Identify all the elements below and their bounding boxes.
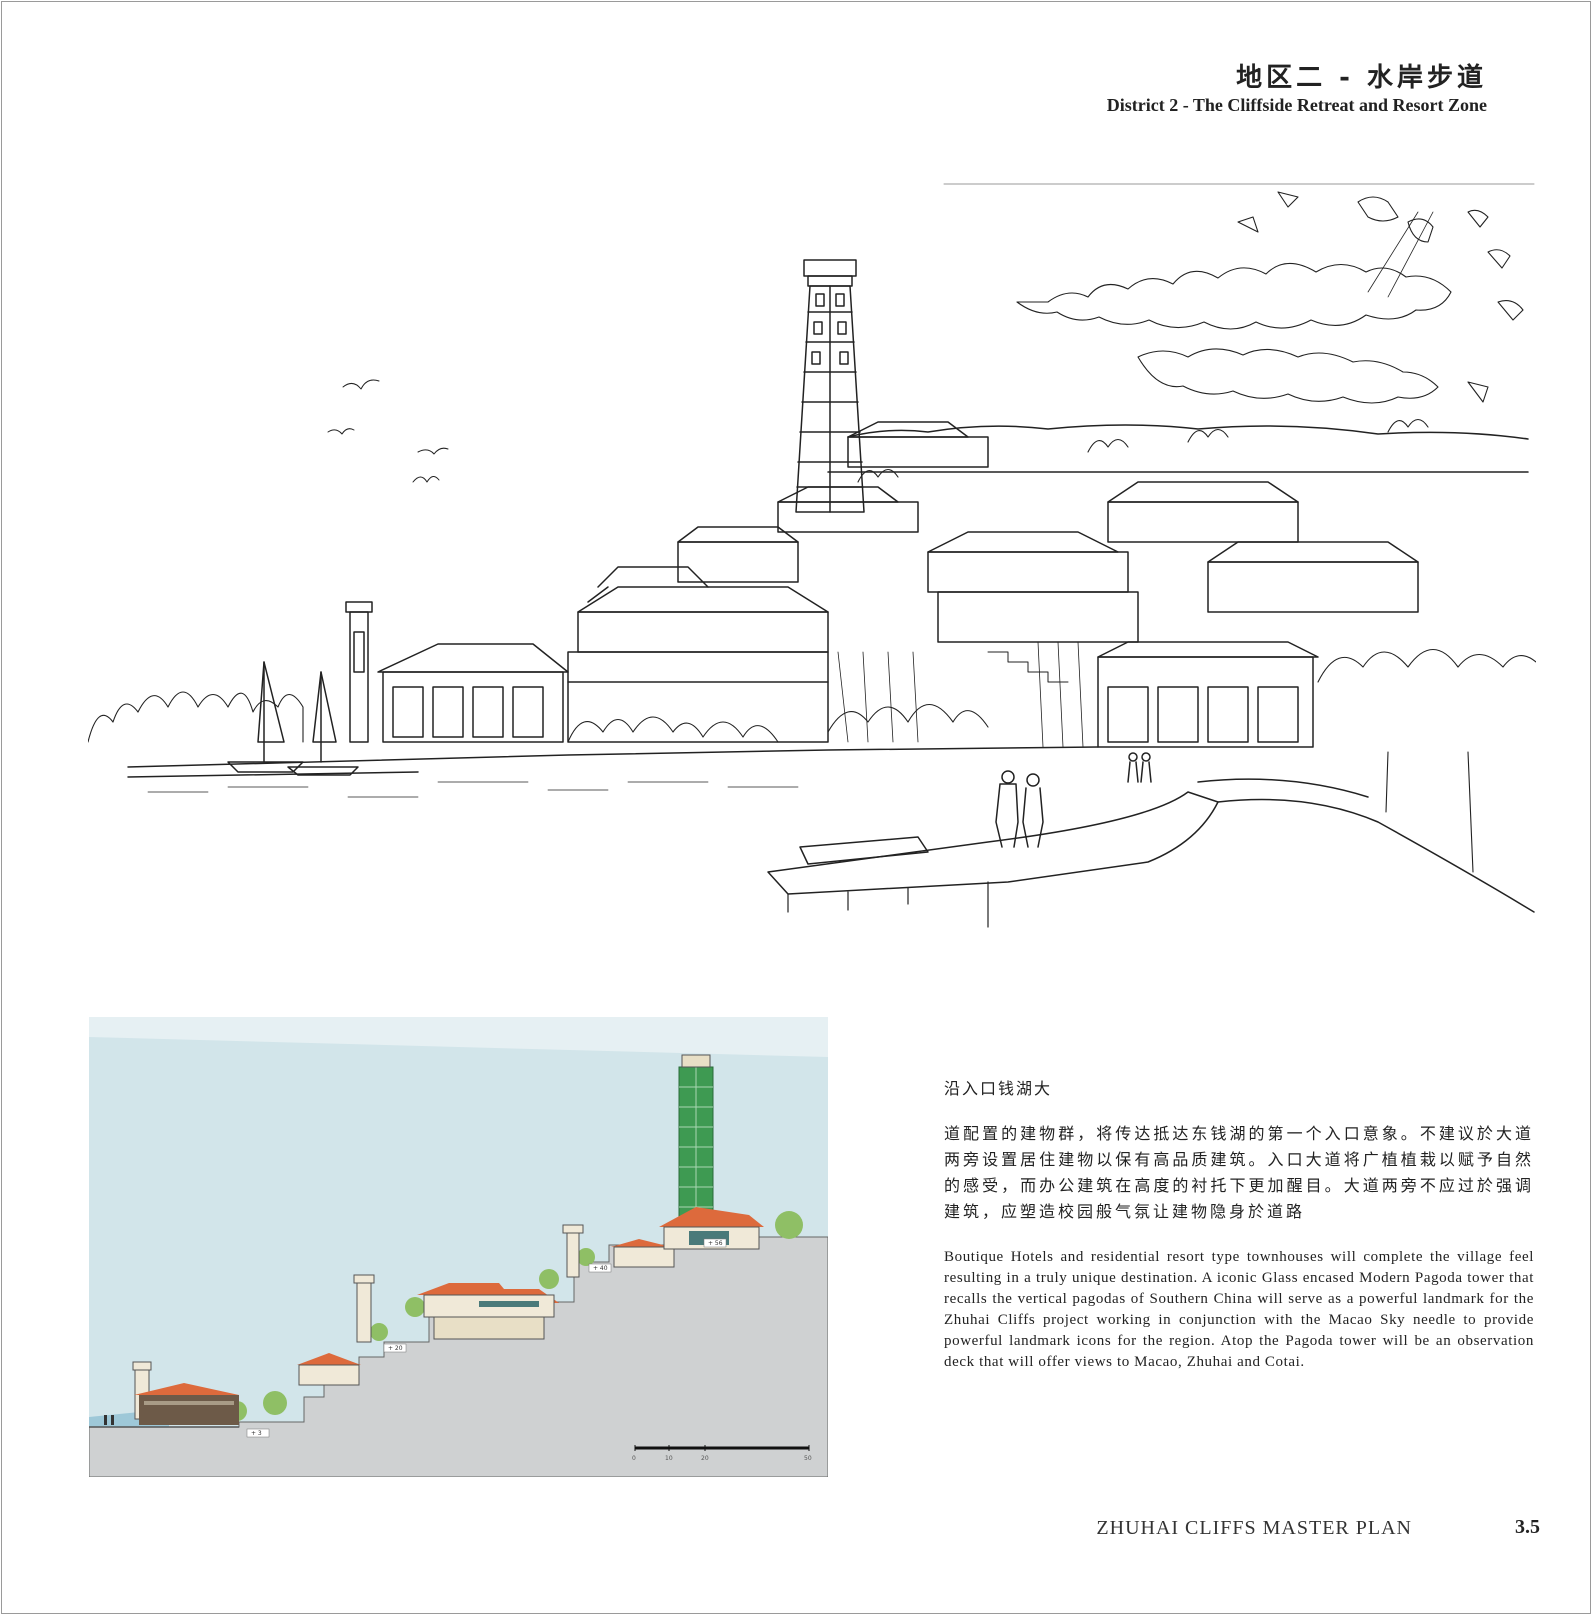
page-title-cn: 地区二 - 水岸步道 — [1236, 63, 1487, 93]
page-title-en: District 2 - The Cliffside Retreat and R… — [1106, 95, 1487, 115]
cn-heading: 沿入口钱湖大 — [944, 1079, 1053, 1098]
scale-label-0: 0 — [632, 1455, 636, 1462]
description-block: 沿入口钱湖大 道配置的建物群，将传达抵达东钱湖的第一个入口意象。不建议於大道两旁… — [944, 1075, 1534, 1373]
waterfront-sketch — [88, 183, 1536, 928]
elevation-label-4: + 56 — [708, 1240, 723, 1247]
people-figures — [995, 752, 1152, 848]
lattice-tower — [795, 259, 865, 513]
rowboat — [799, 836, 929, 865]
elevation-label-2: + 20 — [388, 1345, 403, 1352]
scale-label-20: 20 — [701, 1455, 709, 1462]
elevation-label-1: + 3 — [251, 1430, 262, 1437]
birds — [327, 379, 449, 483]
scale-bar: 0 10 20 50 — [632, 1445, 812, 1462]
en-paragraph: Boutique Hotels and residential resort t… — [944, 1249, 1534, 1370]
scale-label-10: 10 — [665, 1455, 673, 1462]
footer-title: ZHUHAI CLIFFS MASTER PLAN — [1096, 1517, 1412, 1539]
site-section-diagram: + 3 + 20 + 40 + 56 0 10 20 50 — [89, 1017, 828, 1477]
sailboats — [227, 661, 359, 776]
elevation-label-3: + 40 — [593, 1265, 608, 1272]
small-tower — [345, 601, 373, 743]
cn-paragraph: 道配置的建物群，将传达抵达东钱湖的第一个入口意象。不建议於大道两旁设置居住建物以… — [944, 1124, 1534, 1221]
tree-line — [88, 418, 1536, 873]
terraced-buildings — [377, 421, 1529, 748]
boardwalk — [767, 778, 1535, 928]
page-number: 3.5 — [1515, 1516, 1540, 1538]
scale-label-50: 50 — [804, 1455, 812, 1462]
canopy-foliage — [1016, 191, 1524, 404]
shoreline — [127, 746, 1099, 798]
